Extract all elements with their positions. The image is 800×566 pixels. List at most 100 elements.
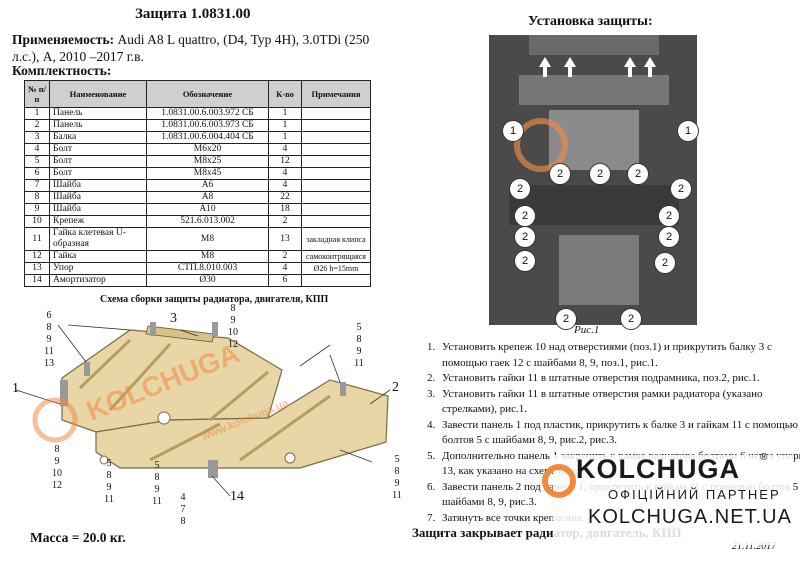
- callout: 12: [52, 480, 62, 491]
- marker-2: 2: [514, 250, 536, 272]
- marker-1: 1: [677, 120, 699, 142]
- cell-num: 7: [24, 179, 50, 192]
- cell-designation: М8: [146, 227, 269, 251]
- cell-designation: М8х25: [146, 155, 269, 168]
- cell-name: Упор: [49, 262, 147, 275]
- bolt: [84, 362, 90, 376]
- logo-site: KOLCHUGA.NET.UA: [588, 506, 792, 528]
- callout: 10: [228, 327, 238, 338]
- date-label: 21.11.2017: [732, 541, 777, 552]
- cell-qty: 18: [268, 203, 302, 216]
- parts-table: № п/п Наименование Обозначение К-во Прим…: [24, 80, 371, 287]
- applicability: Применяемость: Audi A8 L quattro, (D4, T…: [12, 31, 392, 65]
- cell-designation: 1.0831.00.6.004.404 СБ: [146, 131, 269, 144]
- hole: [284, 452, 296, 464]
- cell-qty: 2: [268, 215, 302, 228]
- install-title: Установка защиты:: [528, 14, 653, 29]
- cell-notes: [301, 119, 371, 132]
- cell-name: Балка: [49, 131, 147, 144]
- cell-notes: [301, 274, 371, 287]
- callout: 9: [230, 315, 236, 326]
- label-panel-2: 2: [392, 380, 399, 395]
- step: Установить гайки 11 в штатные отверстия …: [438, 387, 800, 418]
- logo-registered: ®: [760, 452, 768, 463]
- rib: [239, 394, 331, 462]
- callout: 8: [54, 444, 60, 455]
- rib: [149, 422, 221, 462]
- cell-notes: [301, 155, 371, 168]
- applicability-label: Применяемость:: [12, 32, 115, 47]
- bolt-6: [60, 380, 68, 406]
- kolchuga-logo: [542, 455, 793, 545]
- crossmember: [509, 185, 679, 225]
- cell-designation: А8: [146, 191, 269, 204]
- cell-notes: [301, 191, 371, 204]
- cell-num: 2: [24, 119, 50, 132]
- cell-designation: СТП.8.010.003: [146, 262, 269, 275]
- callout-group-left-bottom: 8 9 10 12: [50, 444, 64, 492]
- watermark-ring: [32, 397, 78, 443]
- rib: [108, 342, 172, 412]
- cell-num: 9: [24, 203, 50, 216]
- callout-group-bottom-b: 4 7 8: [176, 492, 190, 528]
- callout: 12: [228, 339, 238, 350]
- cell-qty: 6: [268, 274, 302, 287]
- assembly-diagram: [15, 322, 391, 497]
- cell-name: Панель: [49, 107, 147, 120]
- cell-qty: 12: [268, 155, 302, 168]
- hole: [157, 411, 171, 425]
- cell-num: 6: [24, 167, 50, 180]
- marker-2: 2: [555, 308, 577, 330]
- cell-num: 4: [24, 143, 50, 156]
- cell-num: 13: [24, 262, 50, 275]
- cell-name: Гайка клетевая U-образная: [49, 227, 147, 251]
- marker-2: 2: [658, 205, 680, 227]
- cell-num: 14: [24, 274, 50, 287]
- callout: 8: [356, 334, 362, 345]
- callout-group-bottom-a: 5 8 9 11: [102, 458, 116, 506]
- beam-3-shape: [145, 325, 215, 343]
- callout-group-left-top: 6 8 9 11 13: [42, 310, 56, 370]
- col-qty: К-во: [268, 80, 302, 108]
- cell-qty: 1: [268, 131, 302, 144]
- callout: 5: [106, 458, 112, 469]
- cell-name: Шайба: [49, 203, 147, 216]
- marker-2: 2: [620, 308, 642, 330]
- callout: 9: [394, 478, 400, 489]
- marker-2: 2: [589, 163, 611, 185]
- cell-num: 12: [24, 250, 50, 263]
- cell-qty: 4: [268, 167, 302, 180]
- cell-num: 5: [24, 155, 50, 168]
- applicability-text: Audi A8 L quattro, (D4, Typ 4H), 3.0TDi …: [12, 32, 370, 64]
- callout: 11: [354, 358, 364, 369]
- cell-num: 8: [24, 191, 50, 204]
- cell-qty: 1: [268, 119, 302, 132]
- callout: 9: [46, 334, 52, 345]
- callout: 7: [180, 504, 186, 515]
- cell-designation: М6х20: [146, 143, 269, 156]
- cell-notes: самоконтрящаяся: [301, 250, 371, 263]
- col-num: № п/п: [24, 80, 50, 108]
- cell-name: Панель: [49, 119, 147, 132]
- step: Затянуть все точки крепления.: [438, 511, 800, 527]
- cell-name: Болт: [49, 155, 147, 168]
- col-notes: Примечания: [301, 80, 371, 108]
- cell-notes: [301, 215, 371, 228]
- cell-designation: А10: [146, 203, 269, 216]
- marker-2: 2: [654, 252, 676, 274]
- callout: 5: [394, 454, 400, 465]
- callout: 8: [46, 322, 52, 333]
- callout: 13: [44, 358, 54, 369]
- label-14: 14: [230, 489, 244, 504]
- callout: 8: [230, 303, 236, 314]
- cell-qty: 4: [268, 143, 302, 156]
- cell-num: 11: [24, 227, 50, 251]
